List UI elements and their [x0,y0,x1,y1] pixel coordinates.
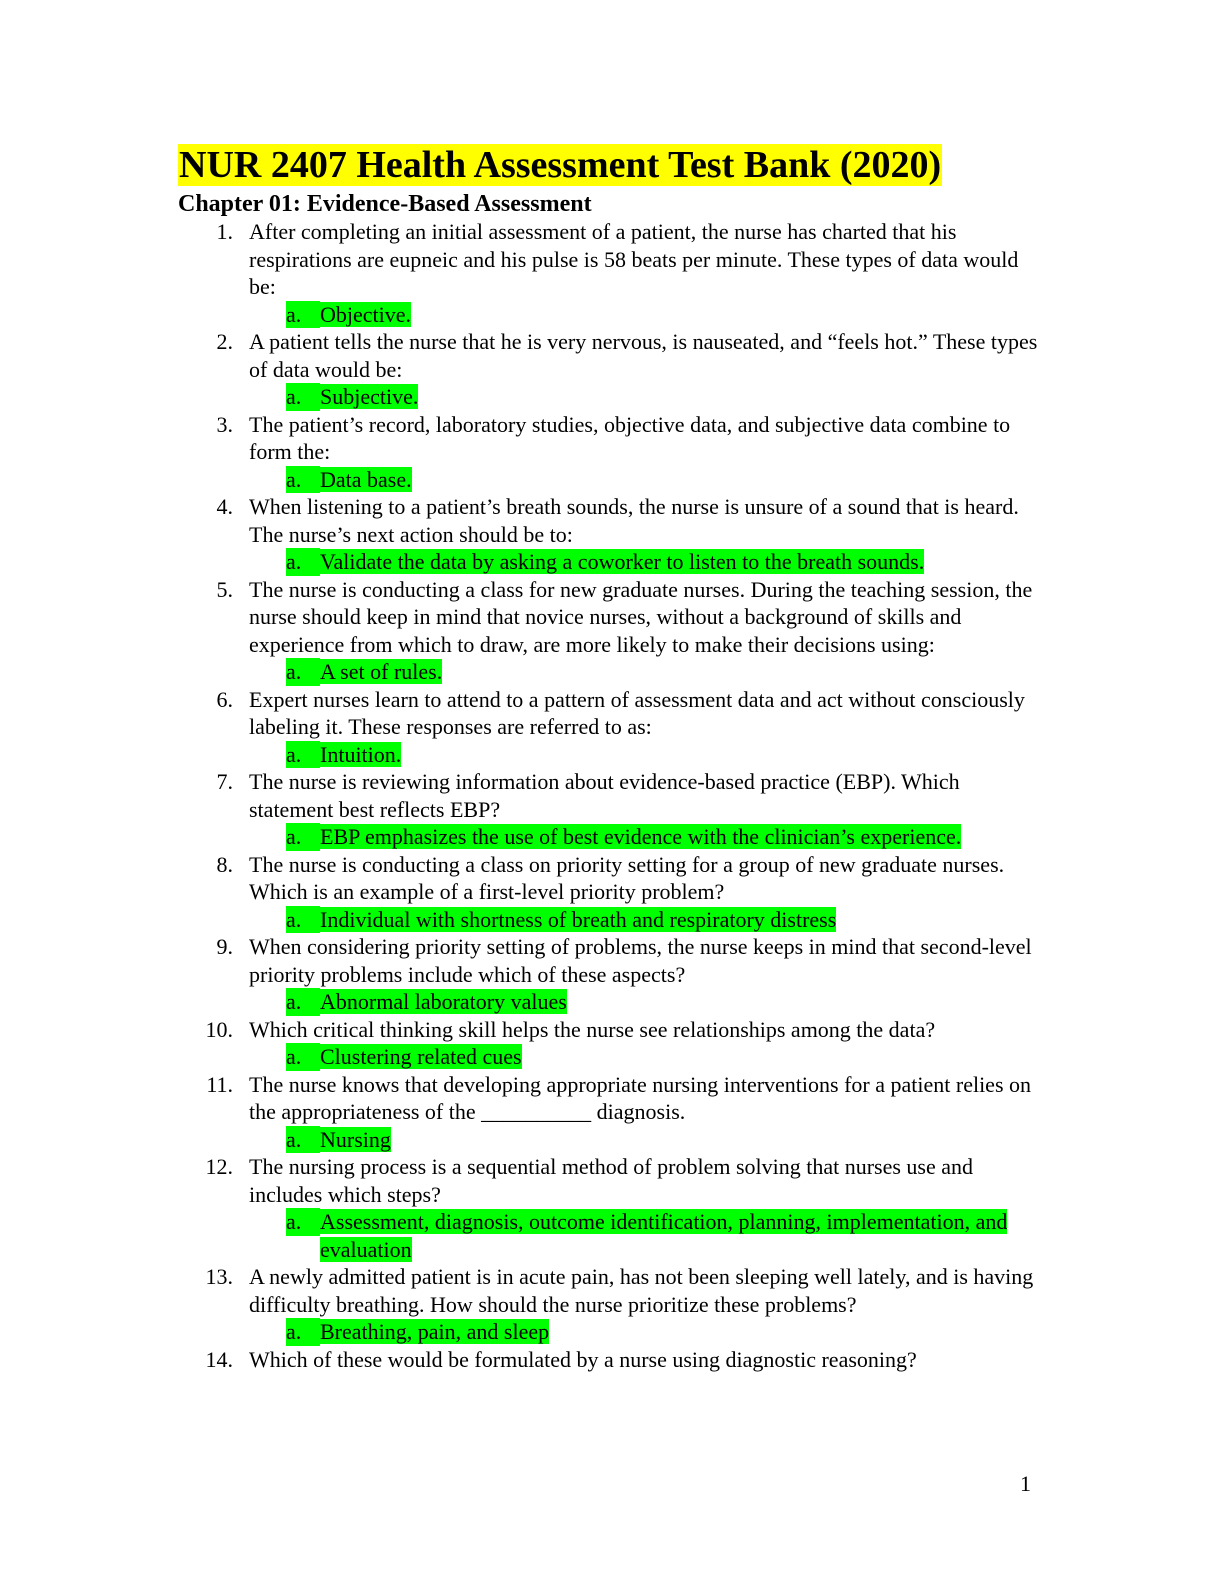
answer-text: EBP emphasizes the use of best evidence … [320,824,962,849]
answer-letter: a. [286,548,320,576]
document-title: NUR 2407 Health Assessment Test Bank (20… [178,142,943,188]
answer-item: a.Objective. [0,300,1040,328]
answer-text: Abnormal laboratory values [320,989,567,1014]
question-item: 3. The patient’s record, laboratory studi… [0,411,1039,466]
answer-text: Nursing [320,1126,391,1152]
question-item: 8. The nurse is conducting a class on pri… [0,851,1039,906]
answer-text: Breathing, pain, and sleep [320,1319,550,1344]
question-text: When listening to a patient’s breath sou… [249,494,1019,547]
answer-letter: a. [286,383,320,411]
question-number: 1. [216,219,234,244]
question-number: 9. [216,934,234,959]
question-item: 9. When considering priority setting of p… [0,933,1039,988]
question-text: The patient’s record, laboratory studies… [249,411,1011,465]
answer-letter: a. [286,740,320,768]
title-text: NUR 2407 Health Assessment Test Bank (20… [178,144,943,186]
question-text: The nurse is conducting a class for new … [249,576,1033,657]
question-number: 12. [205,1154,234,1179]
answer-text: Objective. [320,301,412,327]
question-text: The nursing process is a sequential meth… [249,1154,974,1207]
question-number: 5. [216,576,234,602]
question-text: When considering priority setting of pro… [249,934,1032,987]
question-text: The nurse is reviewing information about… [249,769,960,822]
question-number: 3. [216,411,234,437]
answer-letter: a. [286,988,320,1016]
answer-letter: a. [286,1208,320,1236]
answer-letter: a. [286,823,320,851]
answer-item: a.Breathing, pain, and sleep [0,1318,1040,1346]
question-text: A newly admitted patient is in acute pai… [249,1264,1034,1317]
answer-item: a.Validate the data by asking a coworker… [0,548,1040,576]
question-list: 1. After completing an initial assessment… [0,218,1224,1373]
question-text: Expert nurses learn to attend to a patte… [249,686,1025,740]
question-item: 11. The nurse knows that developing appro… [0,1071,1039,1126]
question-item: 12. The nursing process is a sequential m… [0,1153,1039,1208]
question-text: A patient tells the nurse that he is ver… [249,329,1038,382]
answer-letter: a. [286,1043,320,1071]
answer-letter: a. [286,1318,320,1346]
answer-letter: a. [286,465,320,493]
question-item: 7. The nurse is reviewing information abo… [0,768,1039,823]
answer-letter: a. [286,1125,320,1153]
answer-item: a.Subjective. [0,383,1040,411]
answer-text: Intuition. [320,741,402,767]
answer-item: a.Abnormal laboratory values [0,988,1040,1016]
question-item: 14. Which of these would be formulated by… [0,1346,1039,1374]
answer-item: a.A set of rules. [0,658,1040,686]
question-number: 6. [216,686,234,712]
page-number: 1 [1020,1471,1031,1496]
answer-text: A set of rules. [320,659,443,684]
question-item: 6. Expert nurses learn to attend to a pat… [0,686,1039,741]
question-item: 1. After completing an initial assessment… [0,218,1039,301]
question-item: 5. The nurse is conducting a class for ne… [0,576,1039,659]
answer-text: Subjective. [320,384,419,409]
question-text: The nurse is conducting a class on prior… [249,851,1005,905]
question-number: 13. [205,1264,234,1289]
question-number: 14. [205,1346,234,1372]
answer-letter: a. [286,300,320,328]
question-number: 7. [216,769,234,794]
answer-text: Data base. [320,466,412,492]
answer-item: a.EBP emphasizes the use of best evidenc… [0,823,1040,851]
answer-text: Individual with shortness of breath and … [320,906,837,932]
question-number: 11. [206,1071,233,1097]
answer-text: Clustering related cues [320,1044,522,1069]
answer-letter: a. [286,905,320,933]
question-text: The nurse knows that developing appropri… [249,1071,1032,1125]
answer-item: a.Clustering related cues [0,1043,1040,1071]
answer-item: a.Data base. [0,465,1040,493]
question-item: 13. A newly admitted patient is in acute… [0,1263,1039,1318]
answer-text: Validate the data by asking a coworker t… [320,549,925,574]
question-text: After completing an initial assessment o… [249,219,1019,299]
question-item: 10. Which critical thinking skill helps t… [0,1016,1039,1044]
question-text: Which critical thinking skill helps the … [249,1016,936,1042]
question-number: 4. [216,494,234,519]
answer-item: a.Intuition. [0,740,1040,768]
answer-text: Assessment, diagnosis, outcome identific… [320,1209,1008,1262]
question-text: Which of these would be formulated by a … [249,1346,917,1372]
answer-item: a.Individual with shortness of breath an… [0,905,1040,933]
answer-letter: a. [286,658,320,686]
question-number: 2. [216,329,234,354]
answer-item: a.Nursing [0,1125,1040,1153]
question-item: 4. When listening to a patient’s breath s… [0,493,1039,548]
chapter-heading: Chapter 01: Evidence-Based Assessment [178,191,592,217]
question-number: 8. [216,851,234,877]
question-item: 2. A patient tells the nurse that he is v… [0,328,1039,383]
answer-item: a.Assessment, diagnosis, outcome identif… [0,1208,1040,1263]
question-number: 10. [205,1016,234,1042]
